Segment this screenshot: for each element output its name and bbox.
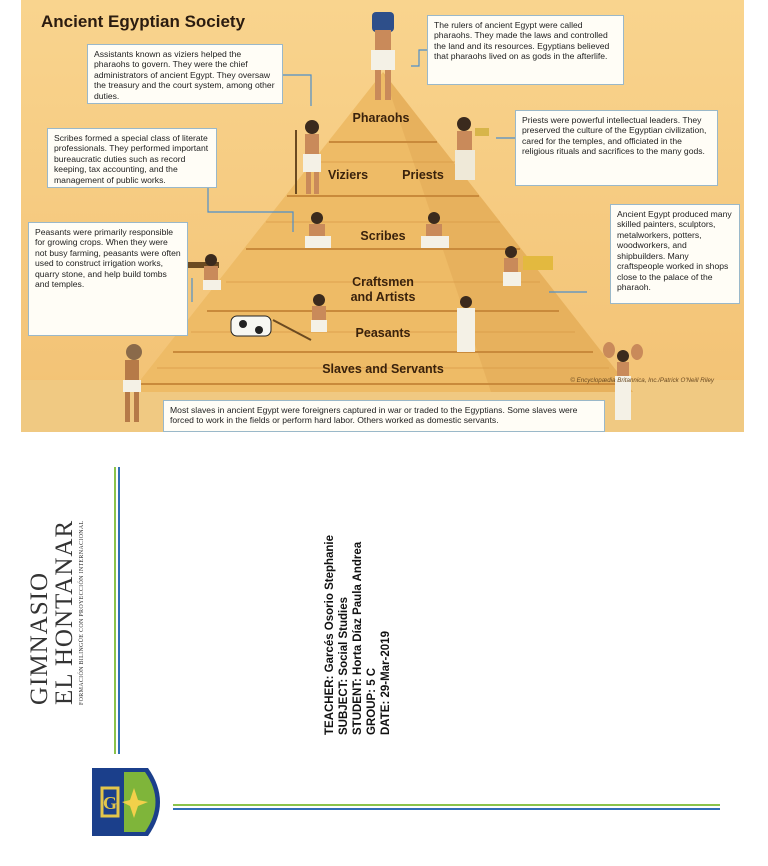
green-vertical-line <box>114 467 116 754</box>
caption-peasants: Peasants were primarily responsible for … <box>28 222 188 336</box>
school-tagline: FORMACIÓN BILINGÜE CON PROYECCIÓN INTERN… <box>79 520 85 705</box>
tier-pharaohs-label: Pharaohs <box>352 111 410 125</box>
caption-viziers: Assistants known as viziers helped the p… <box>87 44 283 104</box>
teacher-line: TEACHER: Garcés Osorio Stephanie <box>324 534 336 735</box>
caption-craftsmen: Ancient Egypt produced many skilled pain… <box>610 204 740 304</box>
pharaoh-figure <box>371 12 395 100</box>
tier-craftsmen-label: Craftsmen and Artists <box>350 275 416 304</box>
blue-horizontal-line <box>173 808 720 810</box>
tier-scribes-label: Scribes <box>360 229 406 243</box>
school-name-line1: GIMNASIO <box>26 572 53 705</box>
caption-priests: Priests were powerful intellectual leade… <box>515 110 718 186</box>
image-credit: © Encyclopædia Britannica, Inc./Patrick … <box>570 377 714 384</box>
tier-slaves-label: Slaves and Servants <box>322 362 444 376</box>
egyptian-society-infographic: Ancient Egyptian Society Pharaohs Vizier… <box>21 0 744 432</box>
peasant-figures <box>230 294 475 352</box>
priest-figure <box>455 117 489 180</box>
craftsmen-figures <box>179 246 553 290</box>
date-line: DATE: 29-Mar-2019 <box>380 631 392 735</box>
school-crest-icon: G <box>92 768 160 836</box>
vizier-figure <box>295 120 321 194</box>
group-line: GROUP: 5 C <box>366 667 378 735</box>
student-info-block: TEACHER: Garcés Osorio Stephanie SUBJECT… <box>323 535 393 735</box>
tier-peasants-label: Peasants <box>355 326 411 340</box>
student-line: STUDENT: Horta Díaz Paula Andrea <box>352 541 364 735</box>
svg-text:G: G <box>103 793 117 813</box>
scribe-figures <box>305 212 449 248</box>
infographic-title: Ancient Egyptian Society <box>41 12 246 31</box>
servant-figures <box>123 342 643 422</box>
subject-line: SUBJECT: Social Studies <box>338 596 350 735</box>
green-horizontal-line <box>173 804 720 806</box>
school-name-logo: GIMNASIO EL HONTANAR FORMACIÓN BILINGÜE … <box>26 519 85 705</box>
caption-slaves: Most slaves in ancient Egypt were foreig… <box>163 400 605 432</box>
school-name-line2: EL HONTANAR <box>51 519 78 705</box>
tier-priests-label: Priests <box>402 168 444 182</box>
tier-viziers-label: Viziers <box>327 168 369 182</box>
blue-vertical-line <box>118 467 120 754</box>
caption-pharaohs: The rulers of ancient Egypt were called … <box>427 15 624 85</box>
caption-scribes: Scribes formed a special class of litera… <box>47 128 217 188</box>
